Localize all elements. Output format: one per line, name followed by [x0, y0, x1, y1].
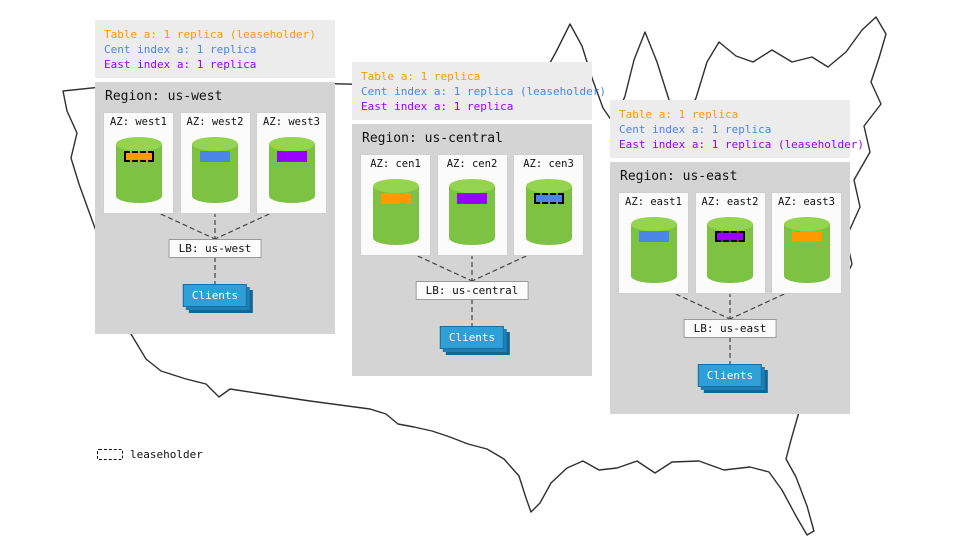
- replica-chip: [533, 193, 564, 204]
- database-cylinder-icon: [783, 217, 830, 283]
- replica-chip: [457, 193, 487, 204]
- replica-chip: [380, 193, 411, 204]
- az-box-cen1: AZ: cen1: [360, 154, 431, 256]
- az-label: AZ: west3: [263, 116, 320, 128]
- load-balancer-us-west: LB: us-west: [168, 239, 262, 258]
- region-panel-us-west: Region: us-west AZ: west1 AZ: west2 AZ:: [95, 82, 335, 334]
- database-cylinder-icon: [525, 179, 572, 245]
- region-group-us-central: Table a: 1 replica Cent index a: 1 repli…: [352, 62, 607, 376]
- summary-line-cent-index: Cent index a: 1 replica (leaseholder): [361, 85, 607, 98]
- region-group-us-west: Table a: 1 replica (leaseholder) Cent in…: [95, 20, 335, 334]
- region-panel-us-east: Region: us-east AZ: east1 AZ: east2 AZ:: [610, 162, 850, 414]
- database-cylinder-icon: [115, 137, 162, 203]
- summary-line-cent-index: Cent index a: 1 replica: [104, 43, 257, 56]
- az-label: AZ: east3: [778, 196, 835, 208]
- replica-summary-us-west: Table a: 1 replica (leaseholder) Cent in…: [95, 20, 335, 78]
- az-box-west1: AZ: west1: [103, 112, 174, 214]
- summary-line-east-index: East index a: 1 replica: [361, 100, 514, 113]
- database-cylinder-icon: [707, 217, 753, 283]
- clients-box-us-central: Clients: [439, 326, 505, 349]
- az-row: AZ: west1 AZ: west2 AZ: west3: [103, 112, 327, 214]
- summary-line-cent-index: Cent index a: 1 replica: [619, 123, 772, 136]
- replica-chip: [200, 151, 230, 162]
- az-box-cen2: AZ: cen2: [436, 154, 508, 256]
- region-title: Region: us-west: [105, 89, 223, 104]
- summary-line-table: Table a: 1 replica: [619, 108, 739, 121]
- az-row: AZ: east1 AZ: east2 AZ: east3: [618, 192, 842, 294]
- replica-chip: [123, 151, 154, 162]
- az-box-west2: AZ: west2: [179, 112, 251, 214]
- replica-summary-us-east: Table a: 1 replica Cent index a: 1 repli…: [610, 100, 865, 158]
- az-box-east3: AZ: east3: [771, 192, 842, 294]
- us-border-path: [62, 16, 887, 536]
- az-row: AZ: cen1 AZ: cen2 AZ: cen3: [360, 154, 584, 256]
- database-cylinder-icon: [192, 137, 238, 203]
- leaseholder-swatch-icon: [97, 449, 123, 460]
- replica-chip: [715, 231, 745, 242]
- az-box-east1: AZ: east1: [618, 192, 689, 294]
- az-label: AZ: east2: [701, 196, 759, 208]
- summary-line-east-index: East index a: 1 replica (leaseholder): [619, 138, 865, 151]
- database-cylinder-icon: [630, 217, 677, 283]
- region-panel-us-central: Region: us-central AZ: cen1 AZ: cen2 AZ:: [352, 124, 592, 376]
- summary-line-table: Table a: 1 replica (leaseholder): [104, 28, 316, 41]
- database-cylinder-icon: [449, 179, 495, 245]
- legend: leaseholder: [97, 448, 203, 461]
- az-box-west3: AZ: west3: [256, 112, 327, 214]
- az-label: AZ: west1: [110, 116, 167, 128]
- load-balancer-us-east: LB: us-east: [683, 319, 777, 338]
- replica-summary-us-central: Table a: 1 replica Cent index a: 1 repli…: [352, 62, 607, 120]
- region-title: Region: us-central: [362, 131, 503, 146]
- replica-chip: [276, 151, 307, 162]
- az-box-cen3: AZ: cen3: [513, 154, 584, 256]
- legend-label: leaseholder: [130, 448, 203, 461]
- load-balancer-us-central: LB: us-central: [415, 281, 529, 300]
- region-title: Region: us-east: [620, 169, 738, 184]
- az-label: AZ: cen2: [446, 158, 498, 170]
- az-box-east2: AZ: east2: [694, 192, 766, 294]
- summary-line-table: Table a: 1 replica: [361, 70, 481, 83]
- replica-chip: [791, 231, 822, 242]
- database-cylinder-icon: [372, 179, 419, 245]
- database-cylinder-icon: [268, 137, 315, 203]
- az-label: AZ: cen1: [370, 158, 421, 170]
- az-label: AZ: cen3: [523, 158, 574, 170]
- region-group-us-east: Table a: 1 replica Cent index a: 1 repli…: [610, 100, 865, 414]
- summary-line-east-index: East index a: 1 replica: [104, 58, 257, 71]
- clients-box-us-west: Clients: [182, 284, 248, 307]
- az-label: AZ: east1: [625, 196, 682, 208]
- clients-box-us-east: Clients: [697, 364, 763, 387]
- az-label: AZ: west2: [186, 116, 244, 128]
- replica-chip: [638, 231, 669, 242]
